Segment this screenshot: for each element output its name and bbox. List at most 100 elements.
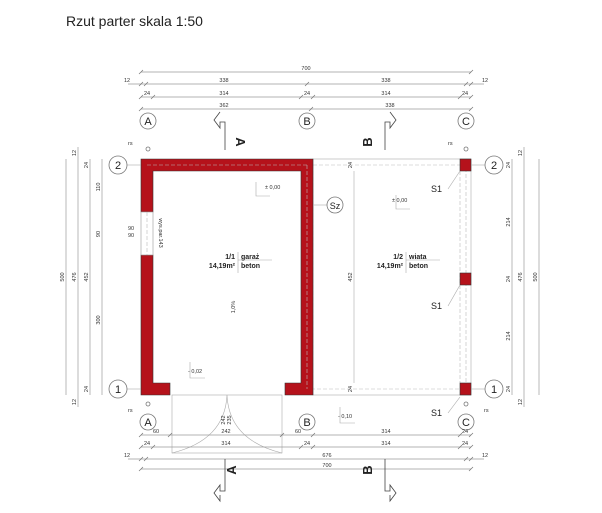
svg-text:wiata: wiata (408, 254, 427, 261)
post-label: S1 (431, 284, 461, 311)
post-s1 (459, 272, 472, 286)
svg-text:2: 2 (115, 160, 121, 172)
right-dimensions: 24 214 24 214 24 476 12 12 500 (506, 147, 540, 407)
svg-text:24: 24 (348, 386, 354, 392)
axis-2-right: 2 (471, 155, 504, 175)
svg-text:B: B (360, 137, 375, 146)
svg-text:± 0,00: ± 0,00 (265, 185, 280, 191)
svg-text:14,19m²: 14,19m² (209, 263, 236, 270)
room-garage: 1/1 garaż 14,19m² beton (209, 252, 272, 273)
svg-text:rs: rs (484, 408, 489, 414)
svg-text:Sz: Sz (330, 201, 341, 211)
axis-C-top: C (457, 112, 475, 130)
svg-text:314: 314 (381, 441, 390, 447)
svg-text:A: A (224, 465, 239, 475)
svg-text:24: 24 (506, 162, 512, 168)
dim-text: 24 (304, 91, 310, 97)
svg-text:rs: rs (128, 408, 133, 414)
svg-text:60: 60 (153, 429, 159, 435)
post-label: S1 (431, 396, 461, 418)
svg-text:1,0%: 1,0% (231, 301, 237, 314)
bottom-dimensions: 60 242 60 314 24 24 314 24 314 24 12 676… (124, 429, 488, 472)
svg-text:476: 476 (518, 272, 524, 281)
svg-text:C: C (462, 417, 470, 429)
svg-text:1/1: 1/1 (225, 254, 235, 261)
svg-text:rs: rs (448, 141, 453, 147)
level-mark-wiata: ± 0,00 (392, 195, 410, 210)
svg-text:24: 24 (84, 162, 90, 168)
svg-text:214: 214 (506, 217, 512, 226)
svg-text:12: 12 (518, 150, 524, 156)
post-s1 (459, 158, 472, 172)
svg-text:- 0,02: - 0,02 (188, 369, 202, 375)
svg-text:14,19m²: 14,19m² (377, 263, 404, 270)
axis-A-top: A (139, 112, 157, 130)
svg-text:A: A (144, 116, 152, 128)
svg-text:2: 2 (491, 160, 497, 172)
section-marker-a-top: A (213, 111, 248, 150)
svg-text:452: 452 (84, 272, 90, 281)
svg-text:24: 24 (506, 386, 512, 392)
svg-text:S1: S1 (431, 408, 442, 418)
svg-text:- 0,10: - 0,10 (338, 414, 352, 420)
svg-text:90: 90 (128, 233, 134, 239)
svg-text:S1: S1 (431, 184, 442, 194)
svg-text:1/2: 1/2 (393, 254, 403, 261)
axis-1-left: 1 (108, 379, 141, 399)
svg-text:314: 314 (381, 429, 390, 435)
dim-text: 338 (385, 103, 394, 109)
rs-marker: rs (128, 401, 151, 414)
level-mark-entry: - 0,02 (188, 362, 205, 379)
garage-walls (140, 158, 314, 396)
dim-text: 338 (381, 78, 390, 84)
svg-text:700: 700 (322, 463, 331, 469)
svg-text:90: 90 (96, 231, 102, 237)
dim-text: 362 (219, 103, 228, 109)
svg-text:235: 235 (227, 415, 233, 424)
window: wys.par.143 90 90 (128, 217, 163, 247)
section-marker-b-bottom: B (360, 459, 397, 503)
svg-text:B: B (360, 465, 375, 474)
slope-mark: 1,0% (231, 301, 237, 314)
svg-text:242: 242 (221, 415, 227, 424)
svg-text:1: 1 (115, 384, 121, 396)
level-mark-outside: - 0,10 (338, 407, 355, 424)
section-marker-a-bottom: A (213, 459, 239, 503)
dim-text: 700 (301, 66, 310, 72)
svg-text:452: 452 (348, 272, 354, 281)
svg-text:± 0,00: ± 0,00 (392, 198, 407, 204)
svg-text:B: B (303, 116, 310, 128)
svg-text:300: 300 (96, 315, 102, 324)
svg-text:24: 24 (304, 441, 310, 447)
dim-text: 338 (219, 78, 228, 84)
svg-text:24: 24 (462, 429, 468, 435)
axis-B-top: B (298, 112, 316, 130)
svg-text:24: 24 (462, 441, 468, 447)
svg-text:314: 314 (221, 441, 230, 447)
axis-A-bottom: A (139, 413, 157, 431)
svg-text:wys.par.143: wys.par.143 (157, 217, 163, 247)
svg-text:676: 676 (322, 453, 331, 459)
axis-Sz: Sz (313, 196, 344, 214)
post-label: S1 (431, 170, 461, 194)
axis-C-bottom: C (457, 413, 475, 431)
svg-text:500: 500 (60, 272, 66, 281)
svg-text:24: 24 (84, 386, 90, 392)
svg-text:12: 12 (482, 453, 488, 459)
svg-text:24: 24 (348, 162, 354, 168)
svg-text:1: 1 (491, 384, 497, 396)
rs-marker: rs (128, 141, 151, 152)
top-dimensions: 700 12 338 338 12 24 314 24 314 24 362 3… (124, 66, 488, 112)
axis-1-right: 1 (471, 379, 504, 399)
svg-text:12: 12 (518, 399, 524, 405)
svg-text:90: 90 (128, 226, 134, 232)
svg-text:A: A (233, 137, 248, 147)
rs-marker: rs (463, 401, 489, 414)
svg-text:beton: beton (241, 263, 260, 270)
svg-text:beton: beton (409, 263, 428, 270)
garage-door: 242 235 (171, 394, 283, 454)
dim-text: 314 (219, 91, 228, 97)
dim-text: 24 (144, 91, 150, 97)
svg-text:B: B (303, 417, 310, 429)
